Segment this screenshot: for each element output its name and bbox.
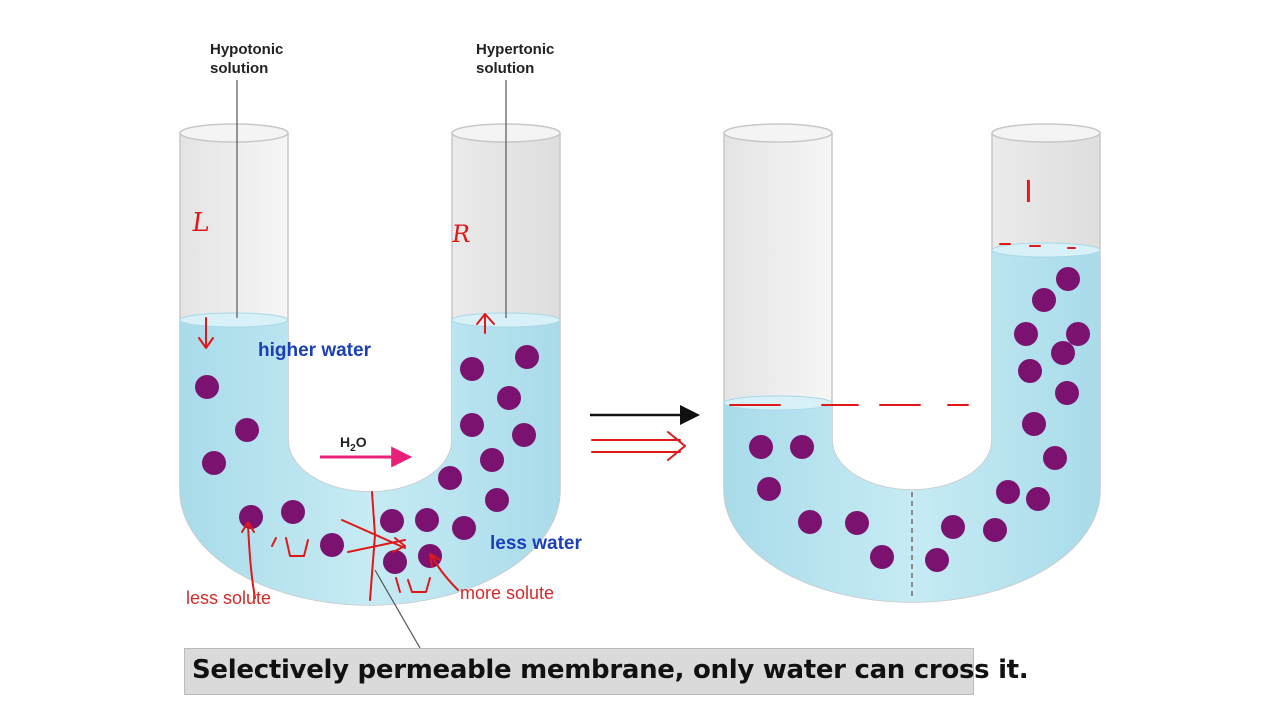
solute-particle xyxy=(983,518,1007,542)
hypertonic-label: Hypertonic solution xyxy=(476,40,554,78)
solute-particle xyxy=(925,548,949,572)
handwritten-annotations xyxy=(198,243,1076,694)
solute-particle xyxy=(438,466,462,490)
solute-particle xyxy=(845,511,869,535)
concentration-mark-right xyxy=(395,577,431,593)
higher-water-label: higher water xyxy=(258,340,371,361)
solute-particle xyxy=(1055,381,1079,405)
crossing-arrows xyxy=(341,519,406,553)
h2o-label-o: O xyxy=(355,434,367,450)
concentration-mark-left xyxy=(271,537,309,557)
solute-particle xyxy=(749,435,773,459)
tube-rim-left-after xyxy=(723,123,833,143)
solute-particle xyxy=(383,550,407,574)
solute-particle xyxy=(485,488,509,512)
h2o-label-h: H xyxy=(340,434,351,450)
solute-particle xyxy=(941,515,965,539)
top-level-dashes xyxy=(999,243,1076,249)
solute-particle xyxy=(1018,359,1042,383)
solute-particle xyxy=(281,500,305,524)
up-arrow-annotation xyxy=(476,313,495,334)
solute-particle xyxy=(1066,322,1090,346)
solute-particle xyxy=(1026,487,1050,511)
h2o-label: H2O xyxy=(340,434,367,454)
hypotonic-label: Hypotonic solution xyxy=(210,40,283,78)
solute-particle xyxy=(452,516,476,540)
hypotonic-label-line2: solution xyxy=(210,60,269,77)
solute-particle xyxy=(460,357,484,381)
solute-particle xyxy=(235,418,259,442)
h2o-label-sub: 2 xyxy=(350,442,356,454)
solute-particle xyxy=(798,510,822,534)
membrane-pointer xyxy=(374,569,421,649)
solute-particle xyxy=(870,545,894,569)
solute-particle xyxy=(415,508,439,532)
water-surface-right-after xyxy=(991,242,1101,258)
caption-text: Selectively permeable membrane, only wat… xyxy=(192,655,1029,685)
less-solute-label: less solute xyxy=(186,588,272,608)
solute-particle xyxy=(239,505,263,529)
water-surface-left-after xyxy=(723,395,833,411)
solute-particle xyxy=(460,413,484,437)
caption-box xyxy=(184,648,974,695)
solute-particle xyxy=(512,423,536,447)
solute-particle xyxy=(757,477,781,501)
solute-particle xyxy=(497,386,521,410)
hypertonic-label-line1: Hypertonic xyxy=(476,41,555,58)
solute-particles-after xyxy=(749,267,1090,572)
less-solute-arrow xyxy=(241,521,256,599)
solute-particle xyxy=(1043,446,1067,470)
less-water-label: less water xyxy=(490,533,582,554)
solute-particle xyxy=(790,435,814,459)
water-surface-left-before xyxy=(179,312,289,328)
solute-particle xyxy=(320,533,344,557)
solute-particle xyxy=(1032,288,1056,312)
hypotonic-label-line1: Hypotonic xyxy=(210,41,284,58)
solute-particle xyxy=(195,375,219,399)
solute-particle xyxy=(1051,341,1075,365)
solute-particle xyxy=(515,345,539,369)
solute-particle xyxy=(996,480,1020,504)
solute-particle xyxy=(1014,322,1038,346)
tube-rim-left-before xyxy=(179,123,289,143)
solute-particle xyxy=(480,448,504,472)
hypertonic-label-line2: solution xyxy=(476,60,535,77)
solute-particle xyxy=(1022,412,1046,436)
after-right-annotation: I xyxy=(1024,175,1033,210)
solute-particle xyxy=(202,451,226,475)
solute-particle xyxy=(380,509,404,533)
u-tube-after xyxy=(723,123,1101,603)
after-double-arrow xyxy=(591,431,686,461)
solute-particle xyxy=(1056,267,1080,291)
u-tube-before xyxy=(179,80,561,649)
more-solute-label: more solute xyxy=(460,583,555,603)
tube-rim-right-after xyxy=(991,123,1101,143)
more-solute-arrow xyxy=(429,553,459,591)
down-arrow-annotation xyxy=(198,317,214,349)
